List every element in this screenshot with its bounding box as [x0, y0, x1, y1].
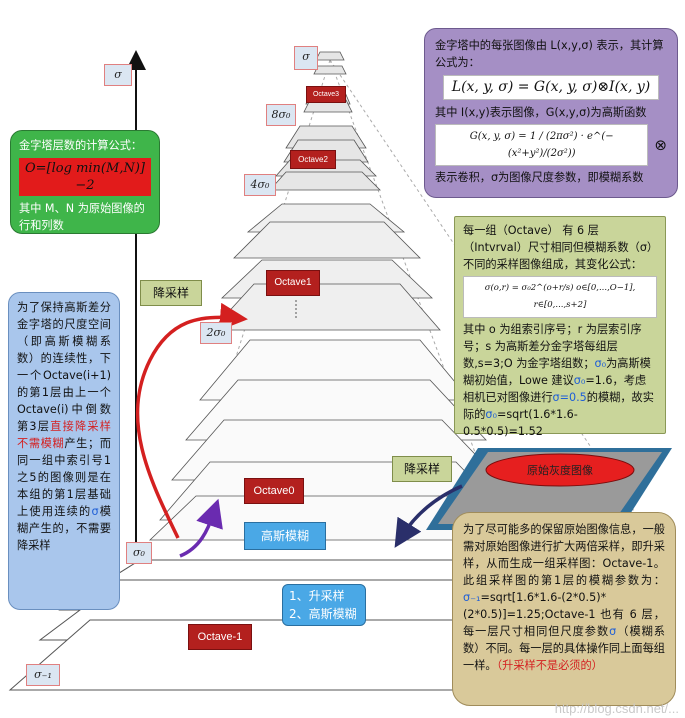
sigma-4-label: 4σ₀: [244, 174, 276, 196]
upsample-callout: 1、升采样 2、高斯模糊: [282, 584, 366, 626]
pyramid-layer-formula-box: 金字塔层数的计算公式： O=[log min(M,N)]−2 其中 M、N 为原…: [10, 130, 160, 234]
octave1-layers: [211, 203, 441, 331]
sigma-2-label: 2σ₀: [200, 322, 232, 344]
sigma-tip-label: σ: [294, 46, 318, 70]
source-curve: [394, 484, 463, 548]
octave2-tag: Octave2: [290, 150, 336, 169]
sigma-8-label: 8σ₀: [266, 104, 296, 126]
gaussian-blur-callout: 高斯模糊: [244, 522, 326, 550]
gaussian-formula-box: 金字塔中的每张图像由 L(x,y,σ) 表示，其计算公式为： L(x, y, σ…: [424, 28, 678, 198]
octave-minus1-tag: Octave-1: [188, 624, 252, 650]
gaussian-curve: [179, 498, 223, 558]
G-formula: G(x, y, σ) = 1 / (2πσ²) · e^(−(x²+y²)/(2…: [435, 124, 649, 166]
purple-line3: 表示卷积，σ为图像尺度参数，即模糊系数: [435, 171, 644, 184]
sigma-variation-formula: σ(o,r) = σ₀2^(o+r/s) o∈[0,...,O−1], r∈[0…: [463, 276, 657, 318]
watermark: http://blog.csdn.net/...: [554, 701, 679, 716]
octave-sigma-box: 每一组（Octave） 有 6 层（Intvrval）尺寸相同但模糊系数（σ）不…: [454, 216, 666, 438]
layer-count-formula: O=[log min(M,N)]−2: [19, 158, 151, 196]
sigma-top-label: σ: [104, 64, 132, 86]
upsample-note-box: 为了尽可能多的保留原始图像信息，一般需对原始图像进行扩大两倍采样，即升采样，从而…: [452, 512, 676, 706]
sigma-0-label: σ₀: [126, 542, 152, 564]
octave0-tag: Octave0: [244, 478, 304, 504]
source-image-plane: [426, 448, 672, 530]
olive-intro: 每一组（Octave） 有 6 层（Intvrval）尺寸相同但模糊系数（σ）不…: [463, 224, 653, 271]
otimes-symbol: ⊗: [654, 135, 667, 154]
upsample-line2: 2、高斯模糊: [289, 607, 357, 621]
octave1-tag: Octave1: [266, 270, 320, 296]
L-formula: L(x, y, σ) = G(x, y, σ)⊗I(x, y): [443, 75, 659, 100]
octave2-layers: [269, 125, 381, 191]
upsample-line1: 1、升采样: [289, 589, 345, 603]
continuity-note-box: 为了保持高斯差分金字塔的尺度空间（即高斯模糊系数）的连续性，下一个Octave(…: [8, 292, 120, 610]
purple-line1: 金字塔中的每张图像由 L(x,y,σ) 表示，其计算公式为：: [435, 39, 664, 69]
downsample-curve: [135, 302, 248, 539]
octave3-tag: Octave3: [306, 86, 346, 103]
downsample-callout-right: 降采样: [392, 456, 452, 482]
green-box-desc: 其中 M、N 为原始图像的行和列数: [19, 202, 145, 232]
downsample-callout-top: 降采样: [140, 280, 202, 306]
source-image-tag: 原始灰度图像: [527, 464, 593, 477]
green-box-title: 金字塔层数的计算公式：: [19, 139, 143, 152]
olive-body: 其中 o 为组索引序号；r 为层索引序号；s 为高斯差分金字塔每组层数,s=3;…: [463, 323, 654, 438]
purple-line2: 其中 I(x,y)表示图像，G(x,y,σ)为高斯函数: [435, 106, 647, 119]
sigma-minus1-label: σ₋₁: [26, 664, 60, 686]
